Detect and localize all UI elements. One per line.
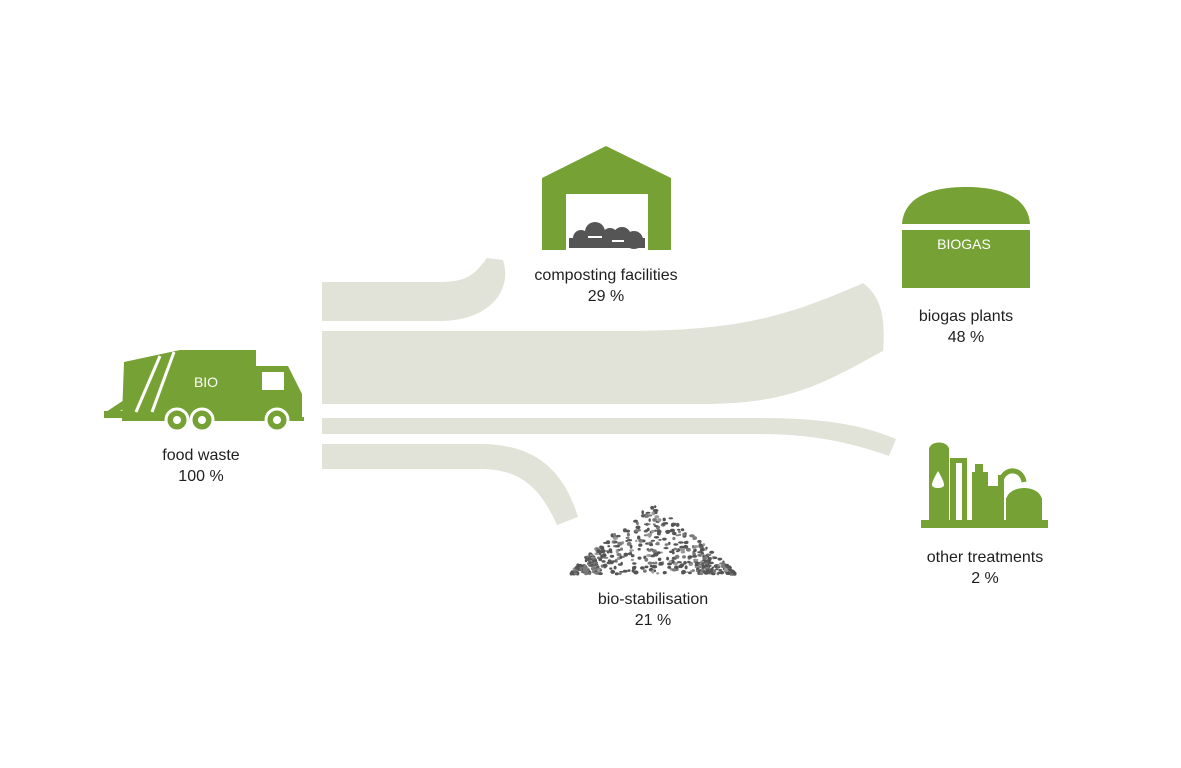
biogas-name: biogas plants (918, 308, 1014, 325)
truck-bio-text: BIO (194, 374, 218, 390)
biostabilisation-name: bio-stabilisation (597, 591, 709, 608)
treatment-plant-icon (921, 442, 1048, 528)
source-name: food waste (162, 447, 240, 464)
garbage-truck-icon: BIO (104, 350, 304, 433)
biogas-value: 48 % (947, 329, 985, 346)
gravel-pile-icon (569, 505, 737, 576)
flow-band-other (322, 418, 896, 456)
biogas-digester-icon: BIOGAS (902, 187, 1030, 288)
flow-band-biostabilisation (322, 444, 578, 525)
source-value: 100 % (178, 468, 224, 485)
other-treatments-value: 2 % (971, 570, 999, 587)
biogas-icon-text: BIOGAS (937, 236, 991, 252)
biostabilisation-value: 21 % (634, 612, 672, 629)
other-treatments-label: other treatments 2 % (927, 547, 1044, 589)
composting-hall-icon (542, 146, 671, 250)
source-label: food waste 100 % (162, 445, 239, 487)
flow-band-composting (322, 258, 506, 321)
composting-label: composting facilities 29 % (534, 265, 677, 307)
biostabilisation-label: bio-stabilisation 21 % (598, 589, 708, 631)
other-treatments-name: other treatments (926, 549, 1044, 566)
flow-band-biogas (322, 283, 884, 404)
composting-name: composting facilities (534, 267, 678, 284)
composting-value: 29 % (587, 288, 625, 305)
biogas-label: biogas plants 48 % (919, 306, 1013, 348)
